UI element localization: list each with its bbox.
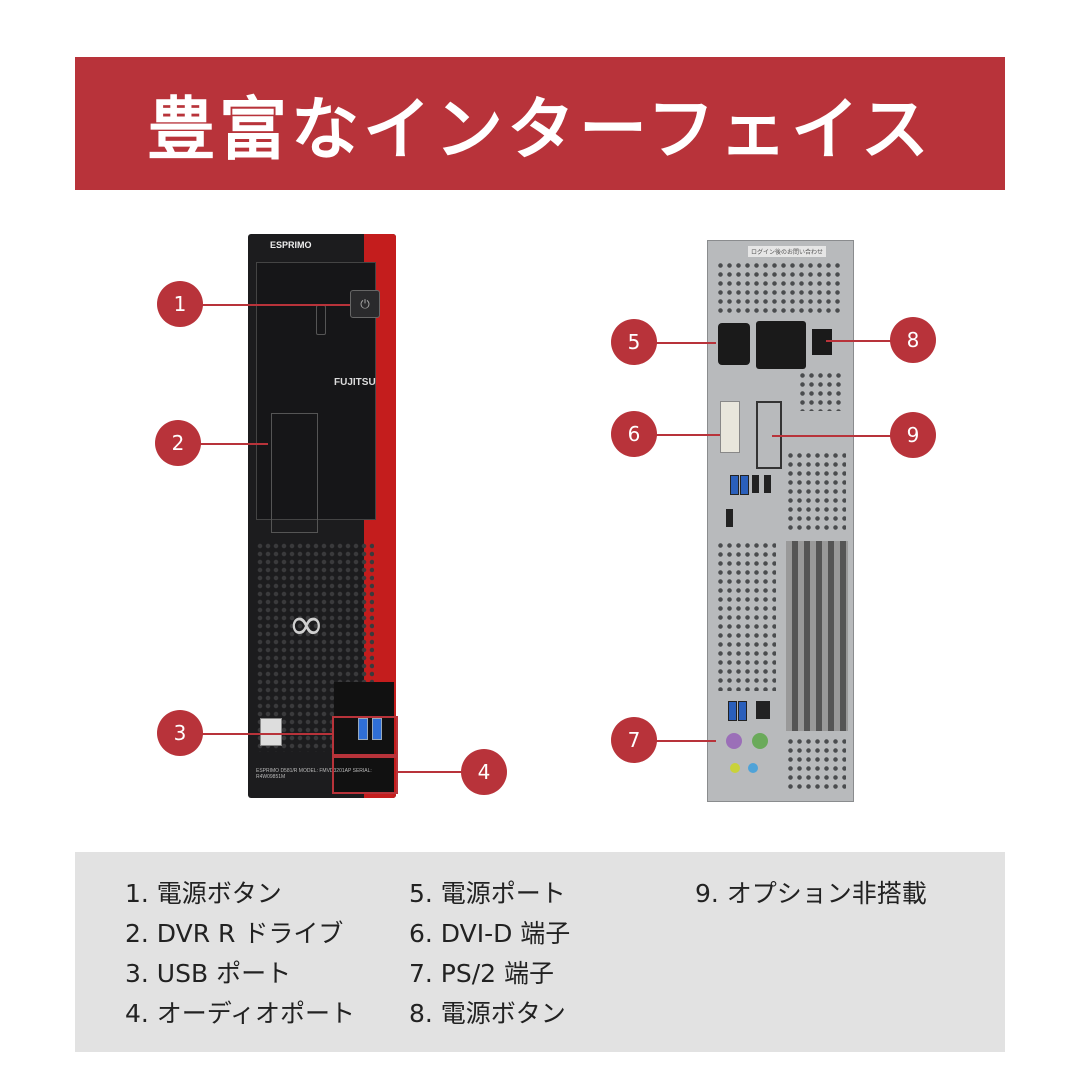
front-tower-image: ESPRIMO ⏻ FUJITSU ∞ ESPRIMO D581/R MODEL…: [248, 234, 396, 798]
legend-panel: 1. 電源ボタン 2. DVR R ドライブ 3. USB ポート 4. オーデ…: [75, 852, 1005, 1052]
eject-button: [316, 305, 326, 335]
ps2-mouse-port: [752, 733, 768, 749]
legend-column-3: 9. オプション非搭載: [695, 874, 927, 914]
usb-port-icon: [372, 718, 382, 740]
audio-port: [748, 763, 758, 773]
callout-2: 2: [155, 420, 201, 466]
ac-inlet: [718, 323, 750, 365]
callout-7: 7: [611, 717, 657, 763]
legend-column-1: 1. 電源ボタン 2. DVR R ドライブ 3. USB ポート 4. オーデ…: [125, 874, 355, 1034]
title-banner: 豊富なインターフェイス: [75, 57, 1005, 190]
callout-line: [396, 771, 462, 773]
rear-vent: [786, 737, 846, 793]
optical-drive-tray: [271, 413, 318, 533]
power-icon: ⏻: [350, 290, 380, 318]
rear-usb-port: [728, 701, 737, 721]
usb-highlight-box: [332, 716, 398, 756]
legend-item: 6. DVI-D 端子: [409, 919, 571, 948]
legend-item: 1. 電源ボタン: [125, 879, 282, 908]
fujitsu-logo: FUJITSU: [334, 377, 376, 388]
lan-port: [756, 701, 770, 719]
front-io-panel: [334, 682, 394, 792]
legend-item: 7. PS/2 端子: [409, 959, 555, 988]
callout-1: 1: [157, 281, 203, 327]
power-switch: [812, 329, 832, 355]
callout-9: 9: [890, 412, 936, 458]
ps2-keyboard-port: [726, 733, 742, 749]
model-label: ESPRIMO D581/R MODEL: FMVD3201AP SERIAL:…: [256, 768, 372, 780]
callout-line: [826, 340, 894, 342]
callout-5: 5: [611, 319, 657, 365]
front-brand-text: ESPRIMO: [270, 240, 312, 250]
callout-6: 6: [611, 411, 657, 457]
rear-sticker-text: ログイン後のお問い合わせ: [748, 246, 827, 257]
rear-vent: [716, 541, 776, 691]
rear-port: [752, 475, 759, 493]
callout-8: 8: [890, 317, 936, 363]
legend-column-2: 5. 電源ポート 6. DVI-D 端子 7. PS/2 端子 8. 電源ボタン: [409, 874, 570, 1034]
callout-line: [656, 434, 720, 436]
rear-tower-image: [707, 240, 854, 802]
legend-item: 5. 電源ポート: [409, 879, 566, 908]
legend-item: 8. 電源ボタン: [409, 999, 566, 1028]
rear-usb-port: [738, 701, 747, 721]
callout-line: [656, 342, 716, 344]
legend-item: 3. USB ポート: [125, 959, 292, 988]
legend-item: 9. オプション非搭載: [695, 879, 927, 908]
audio-highlight-box: [332, 756, 398, 794]
psu-vent: [798, 371, 843, 411]
rear-port: [726, 509, 733, 527]
callout-line: [202, 733, 332, 735]
rear-vent: [786, 451, 846, 531]
callout-line: [202, 304, 350, 306]
rear-usb-port: [730, 475, 739, 495]
legend-item: 4. オーディオポート: [125, 999, 356, 1028]
callout-3: 3: [157, 710, 203, 756]
legend-item: 2. DVR R ドライブ: [125, 919, 344, 948]
usb-port-icon: [358, 718, 368, 740]
rear-port: [764, 475, 771, 493]
callout-line: [656, 740, 716, 742]
callout-line: [200, 443, 268, 445]
cpu-sticker: [260, 718, 282, 746]
dvi-port: [720, 401, 740, 453]
psu-fan-grill: [716, 261, 844, 317]
expansion-slots: [786, 541, 848, 731]
ac-outlet: [756, 321, 806, 369]
audio-port: [730, 763, 740, 773]
callout-4: 4: [461, 749, 507, 795]
rear-usb-port: [740, 475, 749, 495]
page-title: 豊富なインターフェイス: [147, 91, 933, 170]
infinity-logo-icon: ∞: [288, 599, 325, 650]
callout-line: [772, 435, 894, 437]
